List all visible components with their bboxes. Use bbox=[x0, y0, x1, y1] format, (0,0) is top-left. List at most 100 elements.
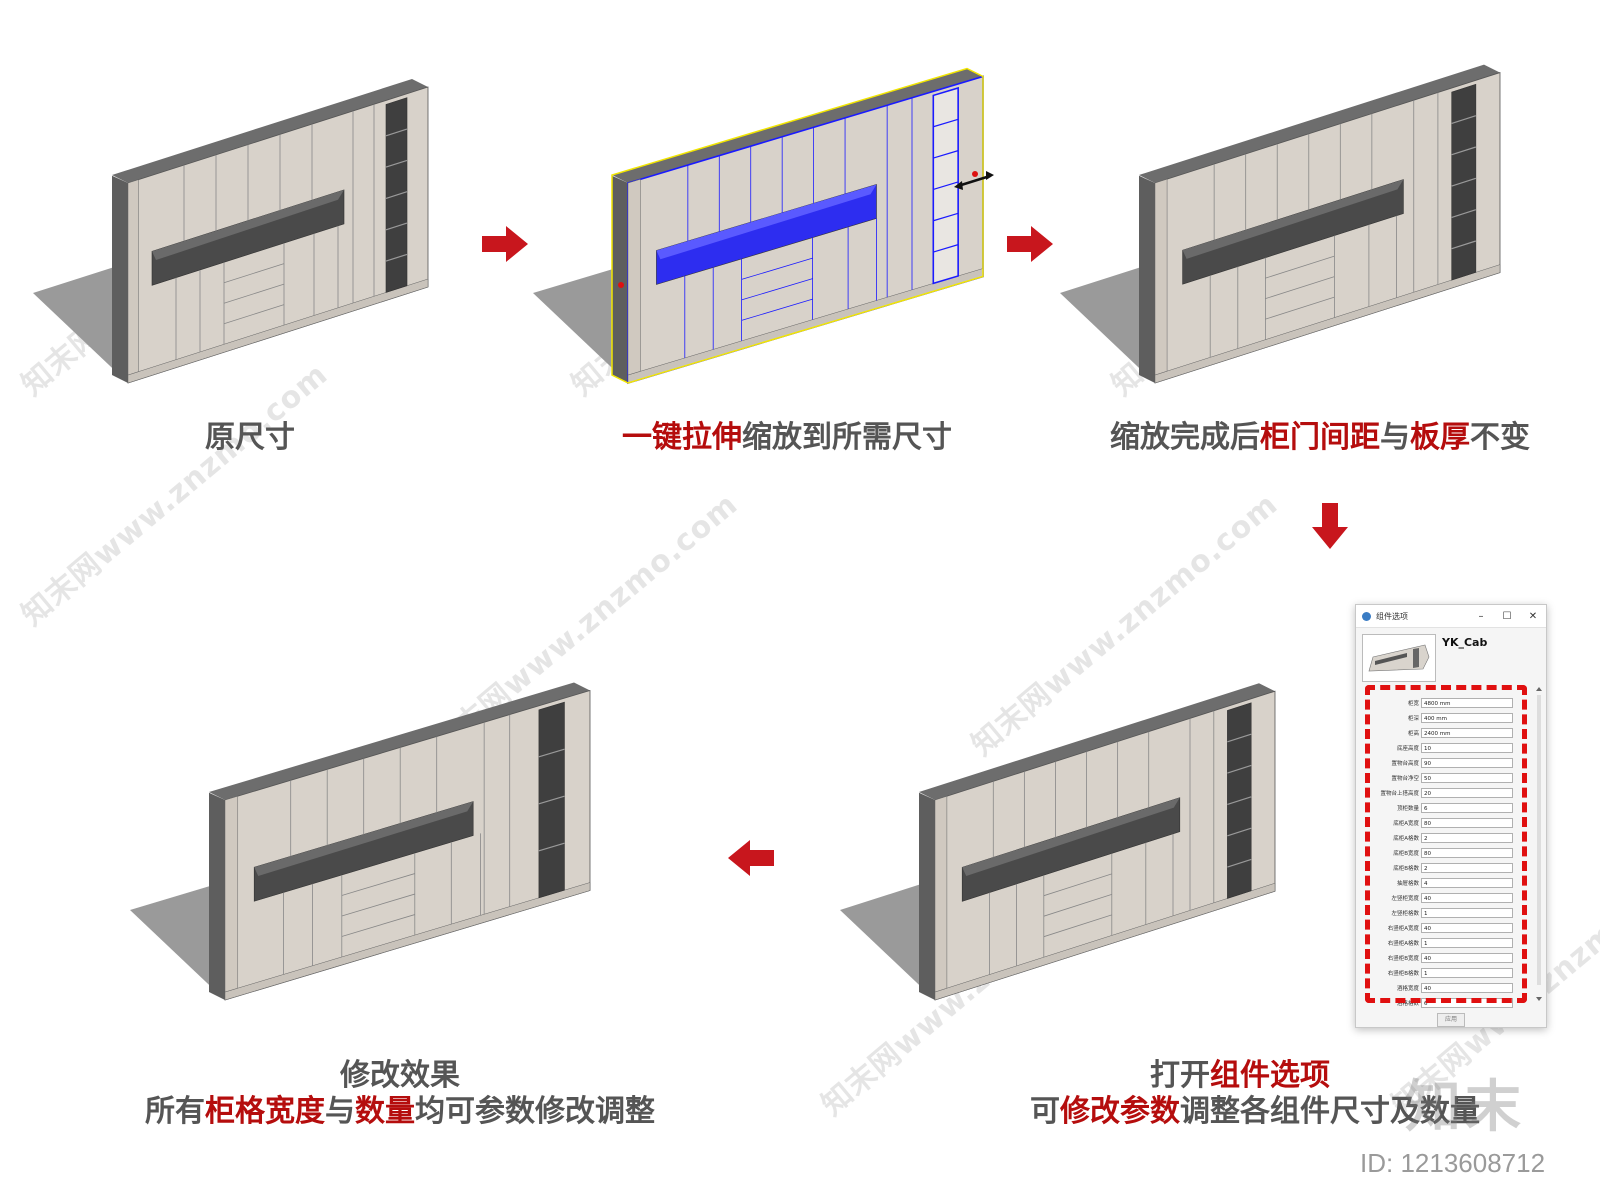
cabinet-original bbox=[33, 79, 429, 384]
stretch-handle-icon[interactable] bbox=[954, 171, 994, 190]
niche-back bbox=[962, 797, 1180, 877]
top-panel bbox=[209, 682, 590, 800]
parameter-label: 顶柜数量 bbox=[1396, 805, 1419, 812]
cabinet-result bbox=[130, 682, 591, 1001]
parameter-label: 右竖柜A格数 bbox=[1387, 940, 1419, 947]
parameter-input[interactable]: 2 bbox=[1421, 862, 1513, 873]
shelf-board bbox=[385, 159, 408, 168]
shelf-board bbox=[933, 118, 959, 128]
parameter-input[interactable]: 90 bbox=[1421, 757, 1513, 768]
cabinet-stretched bbox=[533, 67, 984, 385]
app-icon bbox=[1362, 611, 1371, 621]
parameter-input[interactable]: 1 bbox=[1421, 967, 1513, 978]
frame-strip bbox=[934, 795, 948, 993]
parameter-input[interactable]: 400 mm bbox=[1421, 712, 1513, 723]
drawer-seam bbox=[223, 263, 285, 284]
parameter-label: 右竖柜A宽度 bbox=[1387, 925, 1419, 932]
top-panel bbox=[612, 68, 983, 183]
top-panel bbox=[1139, 64, 1500, 183]
parameter-label: 酒格格数 bbox=[1396, 1000, 1419, 1007]
parameter-label: 置物台净空 bbox=[1391, 775, 1419, 782]
caption-line: 修改效果 bbox=[130, 1058, 670, 1094]
parameter-input[interactable]: 2 bbox=[1421, 832, 1513, 843]
drawer-seam bbox=[741, 278, 813, 301]
shelf-board bbox=[1227, 796, 1252, 806]
shelf-board bbox=[933, 181, 959, 190]
cabinet-scaled bbox=[1060, 64, 1501, 384]
parameter-input[interactable]: 4 bbox=[1421, 877, 1513, 888]
maximize-icon[interactable]: ☐ bbox=[1502, 610, 1512, 622]
top-panel bbox=[919, 683, 1275, 800]
plinth bbox=[934, 882, 1276, 1001]
parameter-input[interactable]: 50 bbox=[1421, 772, 1513, 783]
shelf-board bbox=[538, 795, 565, 805]
parameter-label: 右竖柜B格数 bbox=[1387, 970, 1419, 977]
close-icon[interactable]: ✕ bbox=[1528, 610, 1538, 622]
top-panel bbox=[112, 79, 428, 183]
caption-text: 修改效果 bbox=[340, 1058, 460, 1093]
shelf-board bbox=[1451, 115, 1477, 124]
frame-strip bbox=[1154, 178, 1168, 376]
shelf-board bbox=[1227, 764, 1252, 774]
frame-strip bbox=[127, 179, 139, 376]
caption-text: 缩放到所需尺寸 bbox=[742, 420, 952, 455]
drawer-seam bbox=[341, 873, 415, 896]
caption-result: 修改效果所有柜格宽度与数量均可参数修改调整 bbox=[130, 1058, 670, 1130]
caption-highlight: 组件选项 bbox=[1210, 1058, 1330, 1093]
parameter-input[interactable]: 40 bbox=[1421, 952, 1513, 963]
component-thumbnail bbox=[1362, 634, 1436, 682]
dialog-titlebar[interactable]: 组件选项 – ☐ ✕ bbox=[1356, 605, 1546, 628]
parameter-input[interactable]: 40 bbox=[1421, 982, 1513, 993]
parameter-input[interactable]: 6 bbox=[1421, 802, 1513, 813]
parameter-input[interactable]: 4800 mm bbox=[1421, 697, 1513, 708]
side-panel bbox=[919, 792, 935, 1000]
shelf-board bbox=[933, 150, 959, 159]
shelf-board bbox=[538, 748, 565, 758]
parameter-input[interactable]: 1 bbox=[1421, 907, 1513, 918]
drawer-seam bbox=[1265, 255, 1335, 279]
drawer-seam bbox=[223, 304, 285, 325]
apply-button[interactable]: 应用 bbox=[1437, 1013, 1465, 1027]
shelf-board bbox=[385, 253, 408, 262]
drawer-seam bbox=[341, 893, 415, 917]
parameter-input[interactable]: 1 bbox=[1421, 937, 1513, 948]
parameter-input[interactable]: 80 bbox=[1421, 817, 1513, 828]
plinth bbox=[1154, 264, 1501, 384]
parameter-input[interactable]: 10 bbox=[1421, 742, 1513, 753]
parameter-input[interactable]: 40 bbox=[1421, 922, 1513, 933]
shelf-board bbox=[385, 128, 408, 137]
scrollbar[interactable] bbox=[1535, 685, 1543, 1005]
shelf-board bbox=[1451, 177, 1477, 187]
parameter-label: 右竖柜B宽度 bbox=[1387, 955, 1419, 962]
parameter-input[interactable]: 2400 mm bbox=[1421, 727, 1513, 738]
caption-text: 不变 bbox=[1470, 420, 1530, 455]
drawer-seam bbox=[341, 914, 415, 937]
caption-highlight: 修改参数 bbox=[1060, 1094, 1180, 1129]
caption-text: 原尺寸 bbox=[205, 420, 295, 455]
caption-line: 所有柜格宽度与数量均可参数修改调整 bbox=[130, 1094, 670, 1130]
selection-outline bbox=[611, 67, 984, 384]
caption-text: 均可参数修改调整 bbox=[415, 1094, 655, 1129]
parameter-input[interactable]: 80 bbox=[1421, 847, 1513, 858]
parameter-input[interactable]: 20 bbox=[1421, 787, 1513, 798]
minimize-icon[interactable]: – bbox=[1478, 610, 1484, 622]
drawer-seam bbox=[223, 283, 285, 304]
shelf-board bbox=[385, 191, 408, 200]
caption-text: 可 bbox=[1030, 1094, 1060, 1129]
caption-text: 与 bbox=[1380, 420, 1410, 455]
drawer-seam bbox=[1265, 276, 1335, 300]
parameter-label: 酒格宽度 bbox=[1396, 985, 1419, 992]
parameter-input[interactable]: 40 bbox=[1421, 892, 1513, 903]
parameter-label: 底座高度 bbox=[1396, 745, 1419, 752]
side-panel bbox=[112, 175, 128, 383]
